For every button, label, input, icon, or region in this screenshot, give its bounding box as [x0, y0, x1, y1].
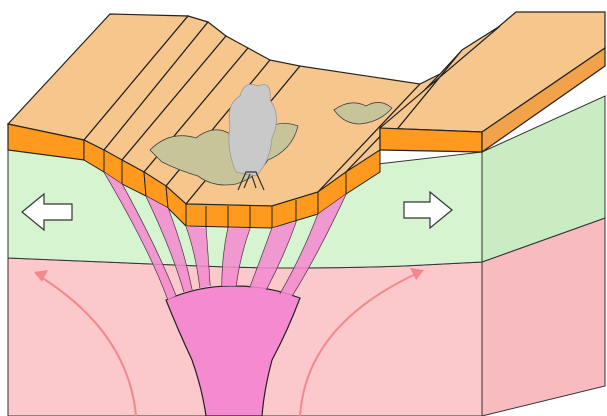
- crust-side-right: [380, 128, 482, 152]
- crust-side-floor: [186, 204, 272, 228]
